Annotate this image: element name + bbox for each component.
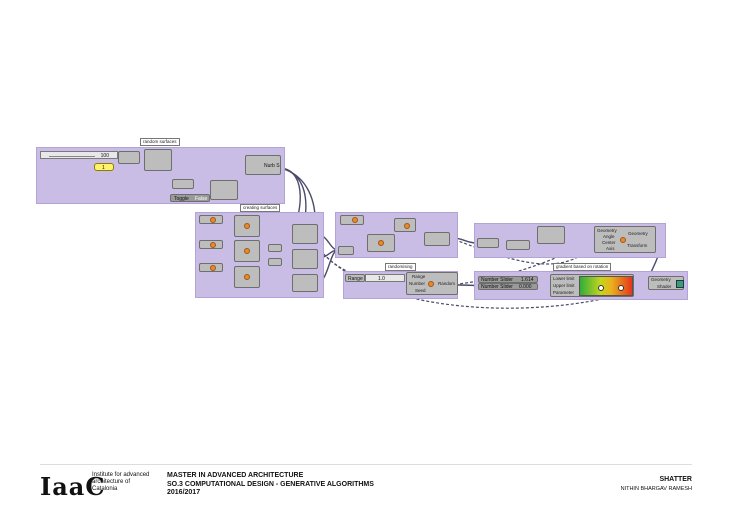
deconstruct-1[interactable]: [234, 215, 260, 237]
project-info: SHATTER NITHIN BHARGAV RAMESH: [621, 476, 692, 492]
component-series[interactable]: [118, 151, 140, 164]
wire-dashed: [319, 239, 595, 287]
split-icon: [378, 240, 384, 246]
author-name: NITHIN BHARGAV RAMESH: [620, 486, 692, 492]
merge-small-2[interactable]: [268, 258, 282, 266]
point-icon: [210, 265, 216, 271]
rotate-output-transform: Transform: [627, 243, 648, 248]
course-title: MASTER IN ADVANCED ARCHITECTURE SO.3 COM…: [167, 472, 374, 498]
rotate-input-geometry: Geometry: [597, 228, 617, 233]
deconstruct-2[interactable]: [234, 240, 260, 262]
random-input-range: Range: [412, 274, 426, 279]
flatten-icon: [404, 223, 410, 229]
loft-2[interactable]: [292, 249, 318, 269]
course-title-line2: SO.3 COMPUTATIONAL DESIGN - GENERATIVE A…: [167, 480, 374, 488]
slider-track: [49, 156, 95, 157]
dice-icon: [428, 281, 434, 287]
wire-dashed: [319, 249, 649, 309]
group-label-random-surfaces: random surfaces: [140, 138, 180, 146]
random-output: Random: [438, 281, 456, 286]
deconstruct-icon: [244, 274, 250, 280]
component-flatten[interactable]: [394, 218, 416, 232]
merge-small-1[interactable]: [268, 244, 282, 252]
graft-node[interactable]: [338, 246, 354, 255]
gradient-input-lower: Lower limit: [553, 276, 575, 281]
number-slider-2[interactable]: Number Slider 0.000: [478, 283, 538, 290]
nurbs-label: Nurb S: [264, 163, 280, 169]
point-icon: [210, 242, 216, 248]
range-value: 1.0: [378, 276, 385, 282]
component-multiply[interactable]: [506, 240, 530, 250]
preview-input-shader: Shader: [657, 284, 672, 289]
deconstruct-3[interactable]: [234, 266, 260, 288]
deconstruct-icon: [244, 223, 250, 229]
toggle-label: Toggle: [174, 196, 189, 202]
component-area[interactable]: [340, 215, 364, 225]
slider-value: 100: [100, 153, 109, 159]
number-slider-1[interactable]: Number Slider 1.614: [478, 276, 538, 283]
toggle-button[interactable]: Toggle False: [170, 194, 210, 202]
range-label: Range: [348, 276, 363, 282]
component-split[interactable]: [367, 234, 395, 252]
yellow-panel-value: 1: [102, 165, 105, 171]
component-nurbs-surface[interactable]: Nurb S: [245, 155, 281, 175]
number-slider-1-label: Number Slider: [481, 277, 513, 283]
iaac-logo: IaaC: [40, 472, 106, 501]
component-gradient[interactable]: Lower limit Upper limit Parameter: [550, 274, 634, 297]
rotate-input-angle: Angle: [603, 234, 615, 239]
institute-name: Institute for advanced architecture of C…: [92, 472, 150, 492]
number-slider-1-value: 1.614: [521, 277, 534, 283]
component-brep[interactable]: [424, 232, 450, 246]
group-label-gradient: gradient based on rotation: [553, 263, 612, 271]
gradient-handle[interactable]: [618, 285, 624, 291]
random-input-seed: Seed: [415, 288, 426, 293]
loft-3[interactable]: [292, 274, 318, 292]
rotate-output-geometry: Geometry: [628, 231, 648, 236]
gradient-bar[interactable]: [579, 276, 633, 296]
component-reparam[interactable]: [537, 226, 565, 244]
yellow-panel[interactable]: 1: [94, 163, 114, 171]
group-label-creating-surfaces: creating surfaces: [240, 204, 281, 212]
group-label-randomising: randomising: [385, 263, 416, 271]
component-list-item[interactable]: [172, 179, 194, 189]
preview-input-geometry: Geometry: [651, 277, 671, 282]
project-title: SHATTER: [659, 476, 692, 483]
area-icon: [352, 217, 358, 223]
count-slider[interactable]: 100: [40, 151, 118, 159]
loft-1[interactable]: [292, 224, 318, 244]
component-random[interactable]: Range Number Seed Random: [406, 272, 458, 295]
number-slider-2-value: 0.000: [519, 284, 532, 290]
random-input-number: Number: [409, 281, 426, 286]
point-component-3[interactable]: [199, 263, 223, 272]
gradient-input-parameter: Parameter: [553, 290, 575, 295]
course-title-line3: 2016/2017: [167, 489, 201, 496]
point-icon: [210, 217, 216, 223]
component-rotate[interactable]: Geometry Angle Center Axis Geometry Tran…: [594, 226, 656, 253]
point-component-2[interactable]: [199, 240, 223, 249]
range-value-slider[interactable]: 1.0: [365, 274, 405, 282]
preview-icon: [676, 280, 684, 288]
number-slider-2-label: Number Slider: [481, 284, 513, 290]
toggle-value: False: [195, 196, 208, 202]
range-slider[interactable]: Range: [345, 274, 365, 282]
component-vector[interactable]: [477, 238, 499, 248]
rotate-input-axis: Axis: [606, 246, 615, 251]
component-populate[interactable]: [144, 149, 172, 171]
component-custom-preview[interactable]: Geometry Shader: [648, 276, 684, 290]
point-component-1[interactable]: [199, 215, 223, 224]
rotate-icon: [620, 237, 626, 243]
footer-divider: [40, 464, 692, 465]
component-dispatch[interactable]: [210, 180, 238, 200]
gradient-input-upper: Upper limit: [553, 283, 575, 288]
course-title-line1: MASTER IN ADVANCED ARCHITECTURE: [167, 472, 304, 479]
deconstruct-icon: [244, 248, 250, 254]
gradient-handle[interactable]: [598, 285, 604, 291]
rotate-input-center: Center: [602, 240, 616, 245]
